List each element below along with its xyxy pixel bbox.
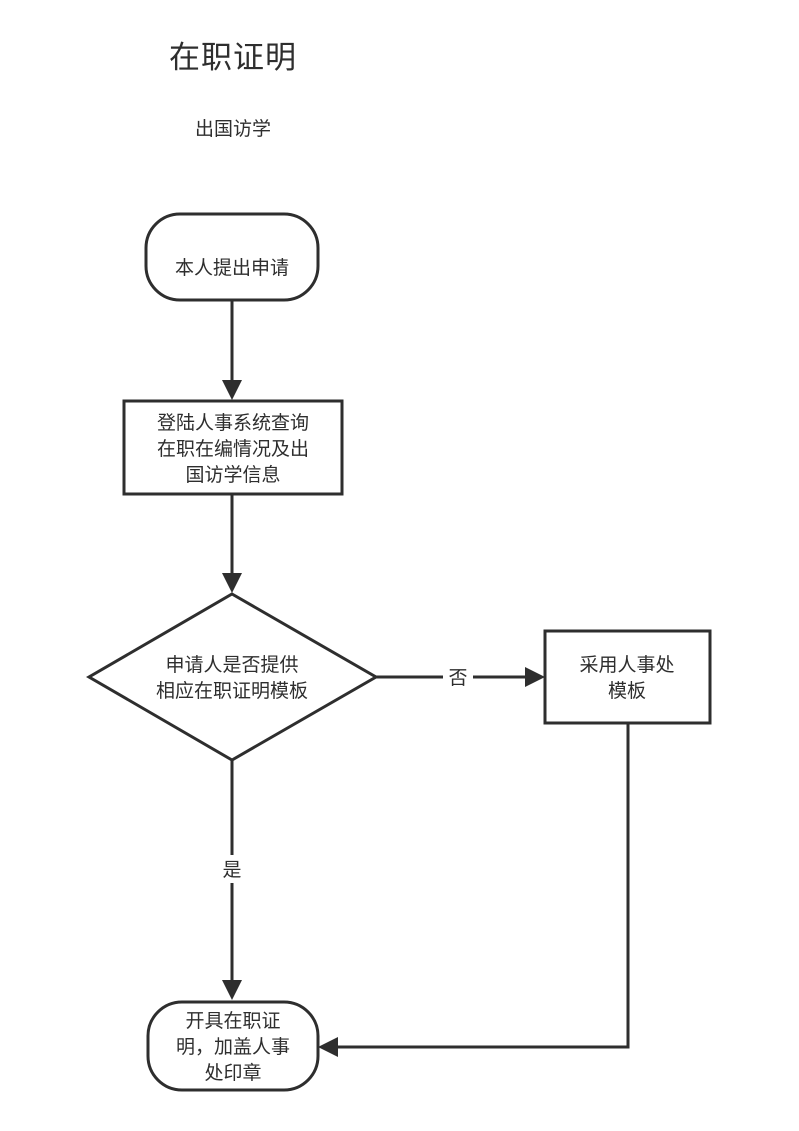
arrowhead-icon (222, 980, 242, 1000)
page-title: 在职证明 (169, 40, 297, 76)
node-query-line: 在职在编情况及出 (157, 438, 309, 460)
node-end-line: 处印章 (204, 1062, 261, 1084)
node-query-line: 国访学信息 (185, 464, 280, 486)
node-end-line: 明，加盖人事 (176, 1036, 290, 1058)
node-end: 开具在职证 明，加盖人事 处印章 (146, 1000, 320, 1092)
node-template-shape (543, 629, 712, 725)
node-start: 本人提出申请 (144, 212, 320, 302)
arrowhead-icon (222, 573, 242, 593)
edge-label-bg (218, 855, 246, 883)
node-template-line: 模板 (608, 680, 646, 702)
edge-label-no: 否 (448, 667, 467, 689)
node-start-line: 本人提出申请 (175, 257, 289, 279)
edge-label-bg (443, 664, 473, 690)
node-template: 采用人事处 模板 (543, 629, 712, 725)
edge-label-yes: 是 (222, 859, 241, 881)
edge-template-to-end (336, 724, 630, 1049)
node-end-shape (146, 1000, 320, 1092)
node-template-line: 采用人事处 (579, 654, 674, 676)
arrowhead-icon (222, 380, 242, 400)
node-start-shape (144, 212, 320, 302)
node-decision-line: 相应在职证明模板 (156, 680, 308, 702)
node-decision-shape (86, 592, 380, 762)
page-subtitle: 出国访学 (194, 118, 271, 140)
arrowhead-icon (318, 1037, 338, 1057)
node-decision: 申请人是否提供 相应在职证明模板 (86, 592, 380, 762)
node-decision-line: 申请人是否提供 (165, 654, 298, 676)
node-end-line: 开具在职证 (185, 1010, 280, 1032)
node-query: 登陆人事系统查询 在职在编情况及出 国访学信息 (122, 399, 344, 496)
node-query-line: 登陆人事系统查询 (157, 412, 309, 434)
node-query-shape (122, 399, 344, 496)
arrowhead-icon (525, 667, 545, 687)
